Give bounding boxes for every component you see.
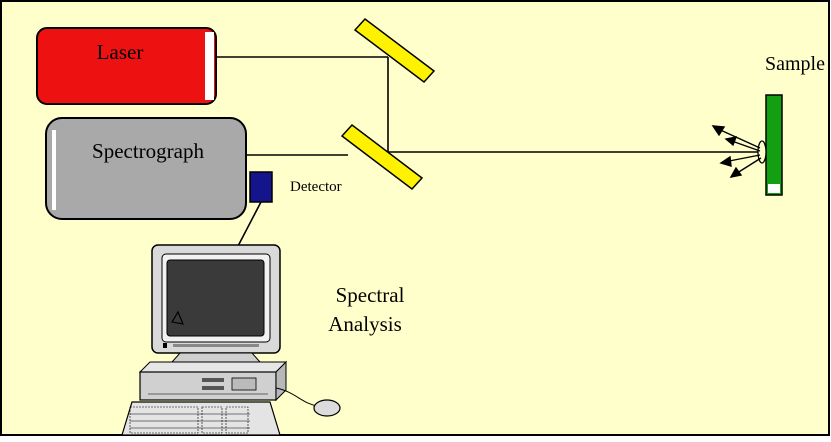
computer-label-line2: Analysis xyxy=(328,312,402,336)
spectrograph-body xyxy=(45,117,247,220)
mouse xyxy=(313,399,341,417)
detector-box xyxy=(249,171,273,203)
cursor-icon xyxy=(171,310,184,325)
laser-body xyxy=(36,27,217,105)
spectrograph-label: Spectrograph xyxy=(92,139,204,163)
focus-spot xyxy=(757,140,767,164)
upper-mirror xyxy=(353,17,436,84)
detector-cable xyxy=(236,199,263,249)
sample: Sample xyxy=(711,53,825,196)
spectrograph-highlight xyxy=(52,130,56,210)
lower-mirror xyxy=(340,123,424,191)
monitor xyxy=(151,244,281,363)
computer: Spectral Analysis xyxy=(121,244,405,436)
sample-slide xyxy=(765,94,783,196)
sample-slide-tip xyxy=(768,184,780,193)
sample-label: Sample xyxy=(765,53,825,75)
system-unit xyxy=(138,360,288,402)
laser-label: Laser xyxy=(97,40,144,64)
detector-label: Detector xyxy=(290,179,342,195)
detector: Detector xyxy=(249,171,342,203)
laser: Laser xyxy=(36,27,217,105)
beam-paths xyxy=(213,56,762,249)
keyboard xyxy=(121,401,281,436)
scattered-light-arrows xyxy=(711,125,762,178)
laser-aperture xyxy=(205,32,214,100)
spectrograph: Spectrograph xyxy=(45,117,247,220)
computer-label-line1: Spectral xyxy=(336,283,405,307)
